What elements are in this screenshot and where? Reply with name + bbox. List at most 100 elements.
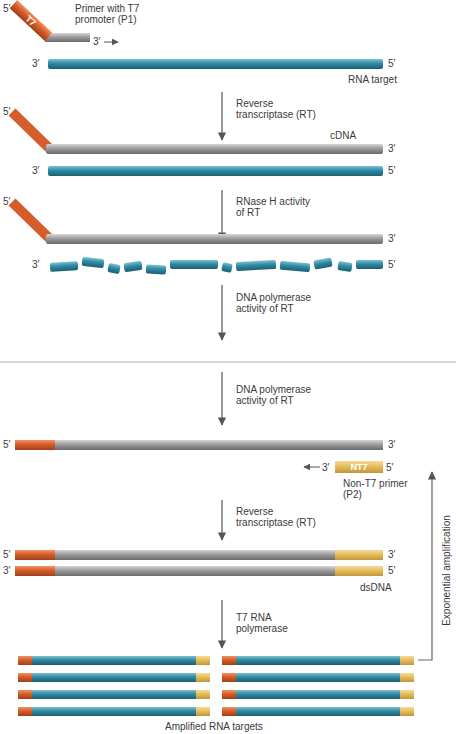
end-label: 5′	[3, 196, 10, 207]
degraded-rna-fragments-part	[236, 260, 276, 271]
end-label: 3′	[388, 549, 395, 560]
degraded-rna-fragments-part	[280, 261, 311, 273]
end-label: 5′	[3, 549, 10, 560]
end-label: 5′	[388, 58, 395, 69]
t7-segment	[15, 566, 57, 576]
result-label: Amplified RNA targets	[165, 721, 263, 732]
strand-label: cDNA	[330, 130, 356, 141]
end-label: 3′	[32, 165, 39, 176]
rna-strand	[48, 59, 383, 69]
amplified-rna-part	[222, 707, 414, 716]
end-label: 5′	[3, 3, 10, 14]
end-label: 3′	[3, 565, 10, 576]
amplified-rna-part-part	[222, 690, 238, 699]
degraded-rna-fragments-part	[337, 261, 352, 272]
extension-arrow	[104, 42, 118, 43]
amplified-rna-part-part	[18, 707, 34, 716]
primer-label: NT7	[350, 462, 367, 472]
end-label: 5′	[3, 106, 10, 117]
amplified-rna-part-part	[222, 656, 238, 665]
primer-label: Primer with T7 promoter (P1)	[75, 3, 167, 25]
step-arrow	[221, 190, 222, 240]
t7-promoter-tail	[12, 112, 49, 148]
amplified-rna-part-part	[18, 673, 34, 682]
cdna-strand	[46, 234, 383, 244]
primer-label: Non-T7 primer (P2)	[343, 478, 421, 500]
amplified-rna-part-part	[222, 673, 238, 682]
degraded-rna-fragments-part	[356, 260, 383, 269]
amplified-rna-part-part	[196, 707, 210, 716]
end-label: 5′	[3, 439, 10, 450]
t7-promoter-tail	[12, 202, 49, 238]
amplified-rna-part-part	[32, 707, 198, 716]
dsdna	[15, 550, 383, 576]
nt7-primer: NT7	[335, 461, 383, 473]
nt7-segment	[335, 550, 383, 560]
amplified-rna-part-part	[18, 690, 34, 699]
amplified-rna-part	[18, 707, 210, 716]
amplified-rna-part-part	[196, 690, 210, 699]
t7-promoter-segment	[15, 440, 57, 450]
t7-segment	[15, 550, 57, 560]
step-label: Reverse transcriptase (RT)	[236, 506, 328, 528]
end-label: 3′	[388, 233, 395, 244]
nt7-segment	[335, 566, 383, 576]
cdna-strand	[46, 144, 383, 154]
step-arrow	[221, 600, 222, 648]
step-label: DNA polymerase activity of RT	[236, 384, 328, 406]
end-label: 3′	[32, 58, 39, 69]
degraded-rna-fragments-part	[123, 261, 142, 272]
strand-label: dsDNA	[360, 582, 392, 593]
cycle-label: Exponential amplification	[441, 515, 452, 626]
panel-divider	[0, 361, 456, 363]
amplified-rna-part-part	[222, 707, 238, 716]
step-arrow	[221, 285, 222, 340]
amplified-rna-part	[222, 690, 414, 699]
degraded-rna-fragments-part	[82, 257, 105, 268]
stage-2	[12, 112, 383, 176]
end-label: 3′	[322, 462, 329, 473]
degraded-rna-fragments	[50, 257, 383, 275]
primer-label: T7	[24, 13, 39, 27]
step-arrow	[221, 92, 222, 140]
degraded-rna-fragments-part	[313, 258, 332, 270]
degraded-rna-fragments-part	[170, 260, 218, 269]
primer-strand	[45, 33, 90, 42]
dna-strand	[55, 566, 337, 576]
extension-arrow	[304, 467, 320, 468]
t7-primer: T7	[10, 0, 53, 40]
amplified-rna-part-part	[236, 656, 402, 665]
end-label: 5′	[388, 165, 395, 176]
degraded-rna-fragments-part	[107, 263, 120, 274]
cdna-strand	[55, 440, 383, 450]
end-label: 3′	[32, 259, 39, 270]
step-arrow	[221, 372, 222, 425]
step-label: DNA polymerase activity of RT	[236, 292, 328, 314]
end-label: 3′	[93, 36, 100, 47]
end-label: 3′	[388, 439, 395, 450]
feedback-arrow	[418, 472, 432, 660]
dna-strand	[55, 550, 337, 560]
degraded-rna-fragments-part	[146, 264, 166, 274]
stage-3	[12, 202, 383, 275]
amplified-rna-part-part	[400, 656, 414, 665]
end-label: 5′	[388, 565, 395, 576]
degraded-rna-fragments-part	[50, 261, 79, 272]
amplified-rna-part	[222, 673, 414, 682]
strand-label: RNA target	[348, 74, 397, 85]
amplified-rna-part-part	[32, 656, 198, 665]
amplified-rna-part-part	[32, 673, 198, 682]
amplified-rna-part-part	[32, 690, 198, 699]
end-label: 5′	[388, 259, 395, 270]
amplified-rna-part-part	[400, 707, 414, 716]
step-label: RNase H activity of RT	[236, 196, 318, 218]
amplified-rna-part-part	[196, 673, 210, 682]
stage-1	[45, 33, 383, 69]
amplified-rna-part-part	[400, 690, 414, 699]
end-label: 3′	[388, 143, 395, 154]
end-label: 5′	[386, 462, 393, 473]
amplified-rna-part	[18, 656, 210, 665]
step-label: T7 RNA polymerase	[236, 612, 318, 634]
